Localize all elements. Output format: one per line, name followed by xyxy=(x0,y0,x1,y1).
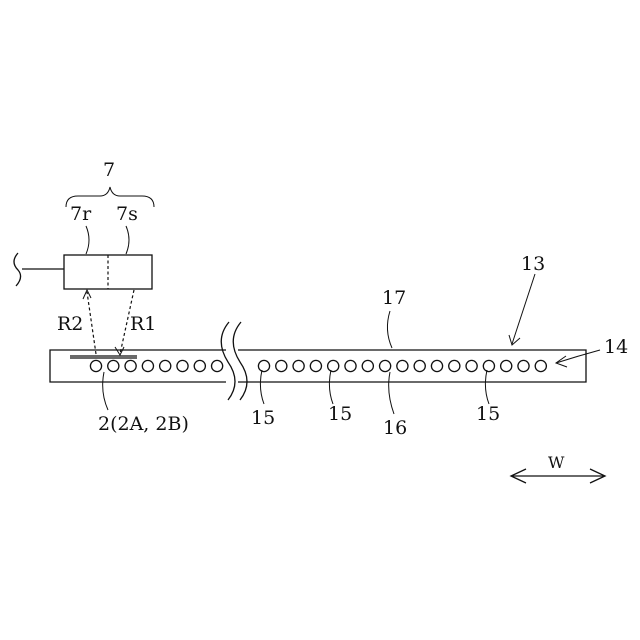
hole-a-label: 15 xyxy=(251,407,275,429)
hole-c-label: 15 xyxy=(476,403,500,425)
target-leader xyxy=(103,372,108,410)
hole-circle xyxy=(449,360,460,371)
hole-circle xyxy=(518,360,529,371)
beam-r2 xyxy=(87,292,96,354)
belt-label: 13 xyxy=(521,253,545,275)
top-label: 17 xyxy=(382,287,406,309)
hole-b-leader xyxy=(329,370,333,404)
belt-leader xyxy=(512,274,535,344)
hole-b-label: 15 xyxy=(328,403,352,425)
hole-circle xyxy=(212,360,223,371)
hole-circle xyxy=(293,360,304,371)
receiver-label: 7r xyxy=(70,203,92,225)
hole-circle xyxy=(177,360,188,371)
hole-circle xyxy=(142,360,153,371)
direction-label: W xyxy=(548,453,565,472)
hole-circle xyxy=(328,360,339,371)
hole-circle xyxy=(483,360,494,371)
hole-circle xyxy=(90,360,101,371)
mid-leader xyxy=(389,372,394,414)
belt-break-left xyxy=(221,322,235,400)
reflect-1-label: R1 xyxy=(130,313,156,335)
mid-label: 16 xyxy=(383,417,407,439)
belt-break-right xyxy=(233,322,247,400)
hole-c-leader xyxy=(485,370,489,404)
hole-circle xyxy=(397,360,408,371)
hole-a-leader xyxy=(260,370,264,404)
target-label: 2(2A, 2B) xyxy=(98,413,189,435)
hole-circle xyxy=(108,360,119,371)
hole-circle xyxy=(276,360,287,371)
hole-circle xyxy=(414,360,425,371)
hole-circle xyxy=(466,360,477,371)
receiver-leader xyxy=(86,226,89,254)
source-leader xyxy=(126,226,129,254)
beam-r2-arrowhead xyxy=(83,290,91,299)
hole-circle xyxy=(431,360,442,371)
belt-left-segment xyxy=(50,350,226,382)
belt-right-segment xyxy=(238,350,586,382)
hole-circle xyxy=(194,360,205,371)
source-label: 7s xyxy=(116,203,138,225)
hole-circle xyxy=(501,360,512,371)
end-leader xyxy=(556,350,600,363)
hole-circle xyxy=(125,360,136,371)
hole-circle xyxy=(345,360,356,371)
top-leader xyxy=(387,311,392,348)
hole-circle xyxy=(160,360,171,371)
beam-r1-arrowhead xyxy=(115,347,124,355)
hole-circle xyxy=(535,360,546,371)
end-label: 14 xyxy=(604,336,628,358)
hole-circle xyxy=(362,360,373,371)
hole-circle xyxy=(310,360,321,371)
cable-break-mark xyxy=(14,253,21,286)
hole-row xyxy=(90,360,546,371)
reflect-2-label: R2 xyxy=(57,313,83,335)
hole-circle xyxy=(258,360,269,371)
hole-circle xyxy=(380,360,391,371)
sensor-label: 7 xyxy=(103,159,115,181)
